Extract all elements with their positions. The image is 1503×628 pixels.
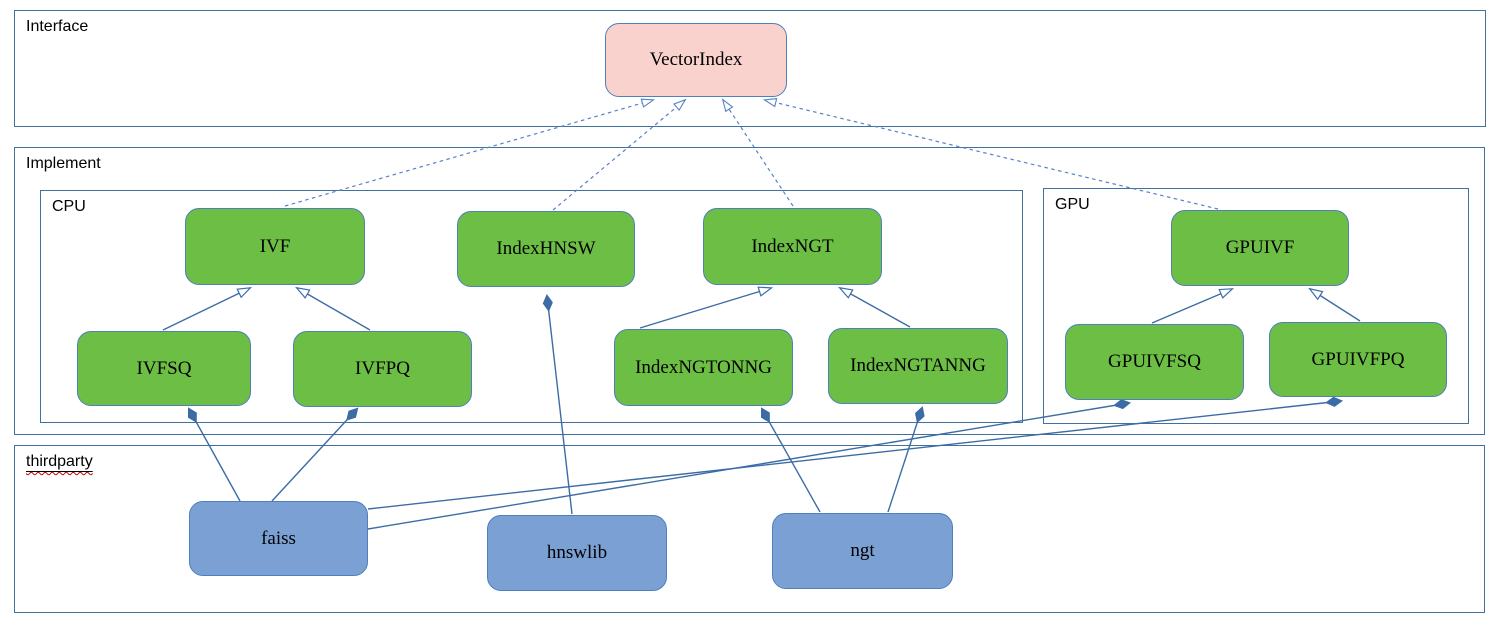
node-ivf-label: IVF [259, 235, 291, 257]
container-interface: Interface [14, 10, 1486, 127]
edge-ivfsq-inherits-ivf [162, 288, 250, 331]
node-ngt-label: ngt [850, 540, 875, 561]
node-faiss: faiss [189, 501, 368, 576]
container-thirdparty-label: thirdparty [26, 453, 93, 471]
node-indexhnsw-label: IndexHNSW [496, 238, 596, 259]
node-ngt: ngt [772, 513, 953, 589]
node-gpuivfsq: GPUIVFSQ [1065, 324, 1244, 400]
edge-indexngt-implements-vectorindex [723, 100, 794, 207]
node-ivfpq: IVFPQ [293, 331, 472, 407]
edge-faiss-composes-ivfsq [189, 409, 241, 502]
edge-gpuivf-implements-vectorindex [765, 100, 1219, 210]
container-thirdparty-label-text: thirdparty [26, 453, 93, 470]
node-gpuivfpq-label: GPUIVFPQ [1311, 348, 1405, 370]
node-indexngtanng: IndexNGTANNG [828, 328, 1008, 404]
edge-gpuivfpq-inherits-gpuivf [1310, 289, 1361, 322]
container-interface-label: Interface [26, 18, 89, 35]
container-implement-label: Implement [26, 155, 101, 172]
node-indexngt-label: IndexNGT [751, 235, 834, 257]
node-indexngtonng-label: IndexNGTONNG [635, 356, 772, 378]
node-indexngt: IndexNGT [703, 208, 882, 285]
edge-faiss-composes-gpuivfsq [367, 403, 1129, 530]
edge-faiss-composes-ivfpq [271, 409, 357, 502]
node-gpuivfpq: GPUIVFPQ [1269, 322, 1447, 397]
edge-ngt-composes-indexngtonng [762, 409, 821, 513]
node-gpuivfsq-label: GPUIVFSQ [1108, 351, 1201, 372]
node-vectorindex-label: VectorIndex [649, 49, 743, 70]
node-hnswlib: hnswlib [487, 515, 667, 591]
node-indexngtonng: IndexNGTONNG [614, 329, 793, 406]
node-gpuivf: GPUIVF [1171, 210, 1349, 286]
container-gpu: GPU [1043, 188, 1469, 424]
node-ivfsq-label: IVFSQ [136, 357, 192, 379]
container-gpu-label: GPU [1055, 196, 1090, 213]
container-implement: Implement [14, 147, 1485, 435]
node-ivfsq: IVFSQ [77, 331, 251, 406]
container-thirdparty: thirdparty [14, 445, 1485, 613]
edge-ivf-implements-vectorindex [284, 100, 653, 207]
container-cpu-label: CPU [52, 198, 86, 215]
edge-ngt-composes-indexngtanng [887, 408, 922, 513]
node-indexhnsw: IndexHNSW [457, 211, 635, 287]
edge-indexngtonng-inherits-indexngt [639, 288, 771, 329]
node-indexngtanng-label: IndexNGTANNG [850, 355, 986, 376]
node-vectorindex: VectorIndex [605, 23, 787, 97]
node-gpuivf-label: GPUIVF [1225, 237, 1295, 258]
edge-indexngtanng-inherits-indexngt [840, 288, 911, 328]
edge-gpuivfsq-inherits-gpuivf [1151, 289, 1232, 324]
container-cpu: CPU [40, 190, 1023, 423]
edge-ivfpq-inherits-ivf [297, 288, 371, 331]
node-ivfpq-label: IVFPQ [355, 358, 410, 379]
edge-indexhnsw-implements-vectorindex [552, 100, 685, 211]
node-hnswlib-label: hnswlib [546, 542, 608, 563]
edge-faiss-composes-gpuivfpq [367, 401, 1341, 510]
node-ivf: IVF [185, 208, 365, 285]
edge-hnswlib-composes-indexhnsw [547, 296, 573, 515]
node-faiss-label: faiss [261, 527, 296, 549]
